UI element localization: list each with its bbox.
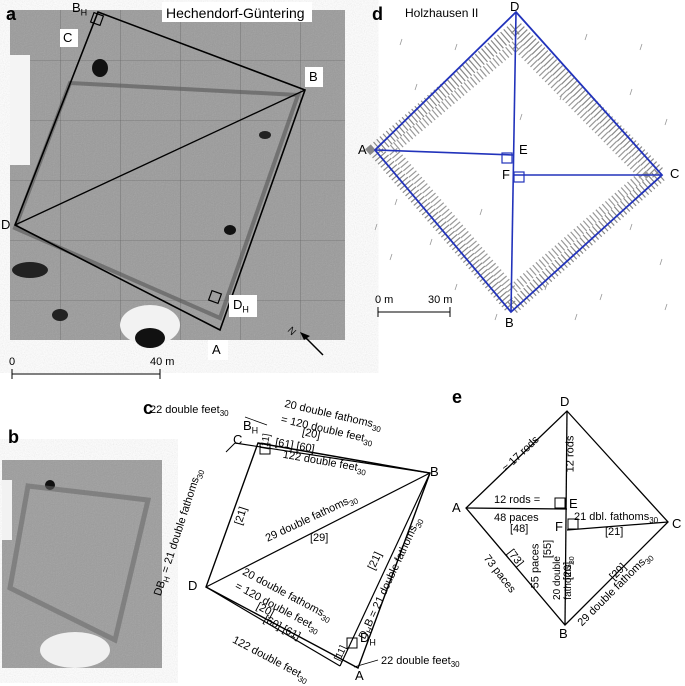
panel-d-title: Holzhausen II (405, 6, 479, 20)
panel-a: N (10, 10, 345, 379)
panel-a-point-a: A (212, 342, 221, 357)
panel-d-point-d: D (510, 0, 520, 14)
panel-e-point-a: A (452, 500, 461, 515)
panel-e-point-c: C (672, 516, 682, 531)
panel-b-letter: b (8, 427, 19, 447)
panel-e-point-b: B (559, 626, 568, 641)
panel-c-point-a: A (355, 668, 364, 683)
panel-a-scale-start: 0 (9, 356, 16, 368)
panel-d-point-b: B (505, 315, 514, 330)
panel-d-point-e: E (519, 142, 528, 157)
panel-d-scale-start: 0 m (375, 294, 394, 306)
panel-a-point-dh: DH (233, 297, 249, 315)
panel-d (365, 10, 671, 321)
panel-d-blue-square (373, 10, 664, 314)
panel-e-paces48: 48 paces (494, 512, 539, 524)
panel-d-ground-marks (374, 33, 668, 321)
panel-a-point-d: D (1, 217, 11, 232)
panel-d-scale-end: 30 m (428, 294, 453, 306)
panel-c-feet-bottom: 22 double feet30 (381, 655, 460, 670)
panel-c-point-bh: BH (243, 418, 259, 436)
panel-c-letter: c (143, 398, 154, 418)
panel-b (2, 460, 162, 668)
panel-e-rods12-horizontal: 12 rods = (494, 494, 541, 506)
panel-e (465, 410, 669, 626)
panel-a-scale-end: 40 m (150, 356, 175, 368)
panel-e-letter: e (452, 387, 463, 407)
panel-e-fathoms21: 21 dbl. fathoms30 (574, 511, 659, 526)
panel-e-paces55: 55 paces (529, 543, 542, 589)
panel-d-point-c: C (670, 166, 680, 181)
panel-e-bracket21: [21] (605, 526, 624, 538)
panel-e-point-d: D (560, 394, 570, 409)
panel-c-point-d: D (188, 578, 198, 593)
panel-e-point-e: E (569, 496, 578, 511)
panel-e-rods12-vertical: 12 rods (564, 435, 577, 473)
panel-e-point-f: F (555, 519, 563, 534)
panel-d-point-f: F (502, 167, 510, 182)
panel-a-white-strip (10, 55, 30, 165)
panel-c-quad (205, 442, 431, 669)
panel-c-diag-bracket: [29] (310, 532, 329, 544)
panel-d-point-a: A (358, 142, 367, 157)
panel-a-point-b: B (309, 69, 318, 84)
panel-c-feet-top: 22 double feet30 (150, 404, 229, 419)
panel-c-point-c: C (233, 432, 243, 447)
panel-a-point-bh: BH (72, 0, 88, 18)
panel-c (205, 416, 431, 669)
panel-a-point-c: C (63, 30, 73, 45)
panel-a-title: Hechendorf-Güntering (166, 5, 305, 21)
panel-d-letter: d (372, 4, 383, 24)
panel-a-letter: a (6, 4, 17, 24)
panel-a-diagonal-db (14, 89, 306, 226)
panel-a-outer-square (13, 10, 307, 332)
panel-c-point-dh: DH (360, 630, 376, 648)
panel-e-bracket48: [48] (510, 523, 529, 535)
panel-c-point-b: B (430, 464, 439, 479)
